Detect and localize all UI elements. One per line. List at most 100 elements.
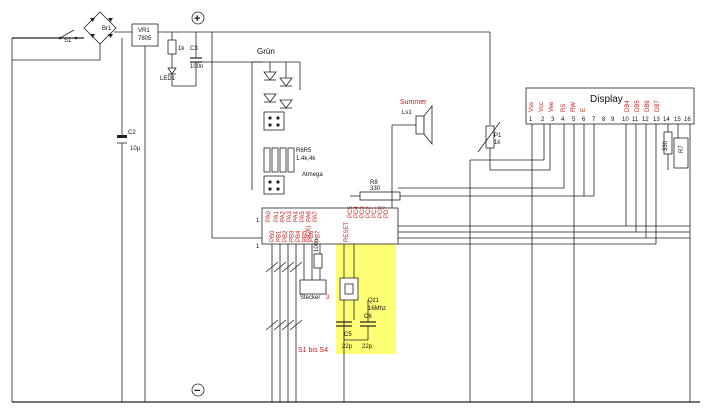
display-pin-number: 5 [572,117,576,123]
label-stecker: Stecker [300,295,320,301]
label-atmega: Atmega [302,172,323,178]
mcu-pa0: PA0 [266,210,272,222]
mcu-port-b-pin: PB3 [290,230,296,242]
display-pin-number: 14 [663,117,670,123]
display-pin-number: 11 [632,117,639,123]
display-pin-number: 7 [592,117,596,123]
mcu-misc-right: RESET [344,222,350,242]
display-pin-number: 3 [551,117,555,123]
label-cap-value: 100n [314,239,320,252]
mcu-port-b-pin: PB5 [303,230,309,242]
label-plus: + [194,13,200,25]
display-pin-number: 13 [653,117,660,123]
display-pin-name: DB5 [635,100,641,112]
mcu-port-b-pin: PB4 [296,230,302,242]
programming-connector [299,244,327,295]
label-summer: Summer [400,99,427,106]
label-vr1: VR1 [138,28,150,34]
switch-s1 [58,29,78,40]
label-ls1: Ls1 [402,110,412,116]
display-pin-name: Vss [529,102,535,112]
label-minus: − [194,385,200,397]
label-qz1-value: 16Mhz [368,306,386,312]
label-1k: 1k [178,46,185,52]
label-c6-value: 22p [362,344,373,350]
minus-terminal [191,383,205,397]
label-c3: C3 [190,46,198,52]
label-p1: P1 [494,133,502,139]
label-c5-value: 22p [342,344,353,350]
mcu-port-c-pin: PC2 [366,206,372,218]
display-pin-number: 4 [561,117,565,123]
power-rails [11,31,700,403]
mcu-port-c-pin: PC4 [354,206,360,218]
display-pin-number: 15 [674,117,681,123]
mcu-port-b-pin: PB1 [277,230,283,242]
mcu-port-a-pin: PA3 [287,210,293,222]
mcu-port-c-pin: PC5 [348,206,354,218]
display-pin-number: 6 [582,117,586,123]
label-pin-one-a: 1 [256,218,260,224]
display-pin-name: RS [561,104,567,112]
display-pin-name: DB6 [645,100,651,112]
mcu-port-b-pin: PB7 [316,230,322,242]
display-pin-number: 16 [684,117,691,123]
mcu-misc-left: (SCK) [306,226,312,242]
label-r8-value: 330 [370,186,381,192]
display-pin-number: 1 [529,117,533,123]
bridge-rectifier [12,11,117,61]
label-c2-value: 10µ [130,146,141,152]
mcu-port-a-pin: PA7 [313,210,319,222]
label-r7: R7 [679,145,685,153]
speaker-ls1 [391,104,433,208]
display-pin-name: Vcc [539,102,545,112]
resistor-array-r6r5 [263,147,295,173]
label-s1-bis-s4: S1 bis S4 [298,347,328,354]
label-c3-value: 100n [190,64,203,70]
mcu-port-a-pin: PA5 [300,210,306,222]
crystal-qz1 [336,244,376,402]
port-b-switches [265,244,303,402]
mcu-port-a-pin: PA6 [307,210,313,222]
label-r6r5-values: 1.4k,4k [296,156,316,162]
label-r6r5: R6R5 [296,148,312,154]
mcu-port-b-pin: PB2 [283,230,289,242]
label-c2: C2 [128,130,136,136]
potentiometer-p1 [477,121,551,171]
mcu-port-a-pin: PA2 [281,210,287,222]
capacitor-c2 [117,38,127,402]
display-pin-name: RW [571,102,577,112]
display-pin-number: 9 [611,117,615,123]
plus-terminal [191,11,205,25]
mcu-port-c-pin: PD7 [384,206,390,218]
capacitor-c3 [190,32,262,239]
mcu-port-c-pin: PC1 [372,206,378,218]
label-330-right: 330 [663,140,669,151]
display-pin-name: Vee [549,101,555,112]
label-br1: Br1 [102,26,112,32]
mcu-port-c-pin: PC0 [378,206,384,218]
status-led [167,32,196,87]
mcu-port-b-pin: PB0 [270,230,276,242]
display-pin-name: DB4 [625,100,631,112]
mcu-port-a-pin: PA4 [294,210,300,222]
label-led1: LED1 [160,76,176,82]
display-pin-number: 10 [622,117,629,123]
mcu-port-c-pin: PC3 [360,206,366,218]
display-pin-number: 2 [541,117,545,123]
label-c5: C5 [344,332,352,338]
display-pin-name: DB7 [655,100,661,112]
label-c6: C6 [364,314,372,320]
label-pin-one-b: 1 [256,244,260,250]
mcu-port-a-pin: PA1 [274,210,280,222]
label-7805: 7805 [138,36,152,42]
display-pin-number: 8 [602,117,606,123]
label-qz1: Qz1 [368,298,380,304]
resistor-r8 [350,191,594,201]
microcontroller [261,207,690,245]
